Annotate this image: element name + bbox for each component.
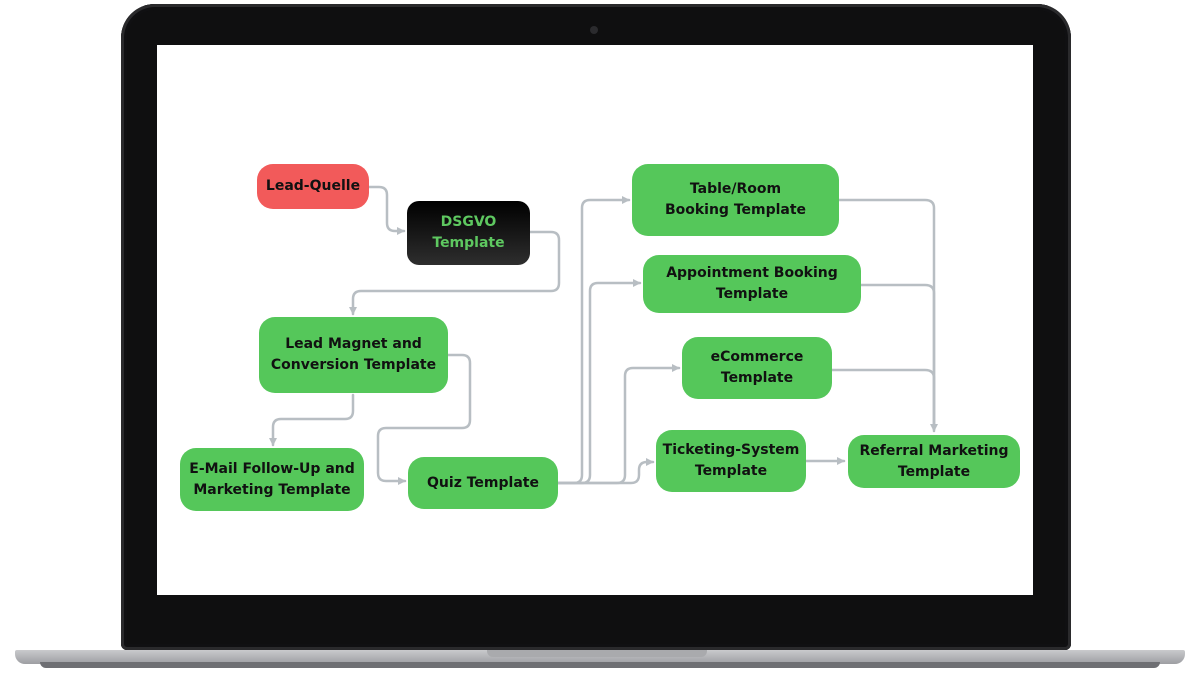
node-dsgvo-template: DSGVO Template [407, 201, 530, 265]
laptop-opening-notch [487, 650, 707, 657]
edge-leadmagnet-email [269, 393, 355, 447]
connector-lines [269, 185, 938, 485]
node-email-followup-template: E-Mail Follow-Up and Marketing Template [180, 448, 364, 511]
node-ecommerce-template: eCommerce Template [682, 337, 832, 399]
node-referral-marketing-template: Referral Marketing Template [848, 435, 1020, 488]
edge-quiz-appointment [556, 279, 642, 485]
node-lead-quelle: Lead-Quelle [257, 164, 369, 209]
node-appointment-booking-template: Appointment Booking Template [643, 255, 861, 313]
edge-dsgvo-leadmagnet [349, 230, 561, 316]
laptop-base-edge [40, 662, 1160, 668]
edge-appointment-referral [859, 283, 936, 431]
webcam-icon [590, 26, 598, 34]
laptop-base [15, 650, 1185, 664]
edge-leadquelle-dsgvo [367, 185, 406, 235]
edge-quiz-tableroom [556, 196, 631, 485]
node-lead-magnet-template: Lead Magnet and Conversion Template [259, 317, 448, 393]
node-table-room-booking-template: Table/Room Booking Template [632, 164, 839, 236]
edge-quiz-ticketing [556, 458, 655, 485]
node-ticketing-system-template: Ticketing-System Template [656, 430, 806, 492]
edge-tableroom-referral [837, 198, 936, 431]
edge-leadmagnet-quiz [376, 353, 472, 485]
edge-ecommerce-referral [830, 368, 938, 433]
laptop-screen: Lead-Quelle DSGVO Template Lead Magnet a… [157, 45, 1033, 595]
node-quiz-template: Quiz Template [408, 457, 558, 509]
